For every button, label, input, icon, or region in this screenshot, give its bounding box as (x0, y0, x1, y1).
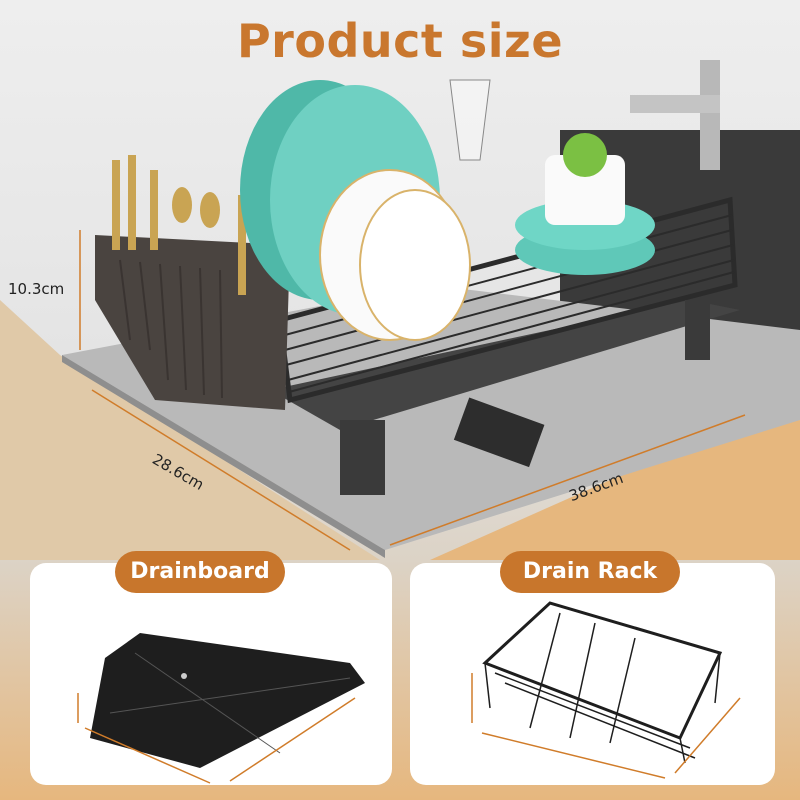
rack-wires (484, 612, 721, 764)
drain-spout (453, 397, 545, 468)
rack-leg (685, 300, 710, 360)
drainboard-tray (90, 633, 365, 768)
counter-front (0, 300, 380, 560)
drain-rack-label: Drain Rack (500, 551, 680, 593)
drainboard-card: Drainboard (30, 551, 392, 785)
apple (563, 133, 607, 177)
faucet-spout (630, 95, 720, 113)
drain-rack-image (471, 601, 741, 779)
drain-tray (270, 300, 740, 430)
holder-ribs (119, 259, 223, 399)
cabinet (430, 420, 800, 560)
slab-edge (62, 355, 385, 558)
wine-glass (449, 79, 491, 161)
drain-rack-card: Drain Rack (410, 551, 775, 785)
dimension-arrows (471, 673, 741, 779)
product-scene (0, 60, 800, 560)
drain-hole (181, 673, 187, 679)
height-dimension: 10.3cm (8, 280, 65, 298)
tray-grooves (109, 652, 351, 754)
drainboard-image (77, 633, 365, 784)
faucet (700, 60, 720, 170)
rack-outline (482, 601, 723, 740)
page-title: Product size (236, 14, 564, 68)
dimension-arrows (79, 230, 746, 551)
cutlery (112, 155, 246, 295)
drainboard-label: Drainboard (115, 551, 285, 593)
dimension-arrows (77, 693, 356, 784)
plate-white (359, 189, 471, 341)
cup (545, 155, 625, 225)
rack-leg (340, 420, 385, 495)
